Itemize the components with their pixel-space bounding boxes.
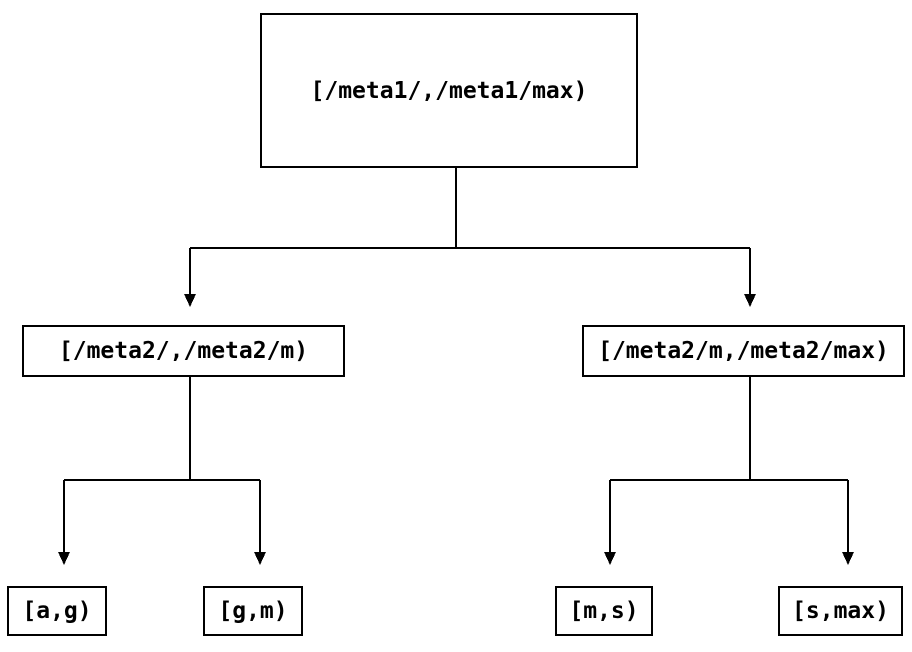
node-leaf-g-m: [g,m) xyxy=(203,586,303,636)
node-leaf-s-max: [s,max) xyxy=(778,586,903,636)
node-leaf-m-s: [m,s) xyxy=(555,586,653,636)
node-meta2-right-range: [/meta2/m,/meta2/max) xyxy=(582,325,905,377)
arrowhead-right-child xyxy=(744,294,756,307)
arrowhead-leaf-3 xyxy=(842,552,854,565)
arrowhead-leaf-0 xyxy=(58,552,70,565)
node-meta2-left-range: [/meta2/,/meta2/m) xyxy=(22,325,345,377)
node-root-meta1-range: [/meta1/,/meta1/max) xyxy=(260,13,638,168)
arrowhead-leaf-1 xyxy=(254,552,266,565)
arrowhead-leaf-2 xyxy=(604,552,616,565)
node-leaf-a-g: [a,g) xyxy=(7,586,107,636)
arrowhead-left-child xyxy=(184,294,196,307)
